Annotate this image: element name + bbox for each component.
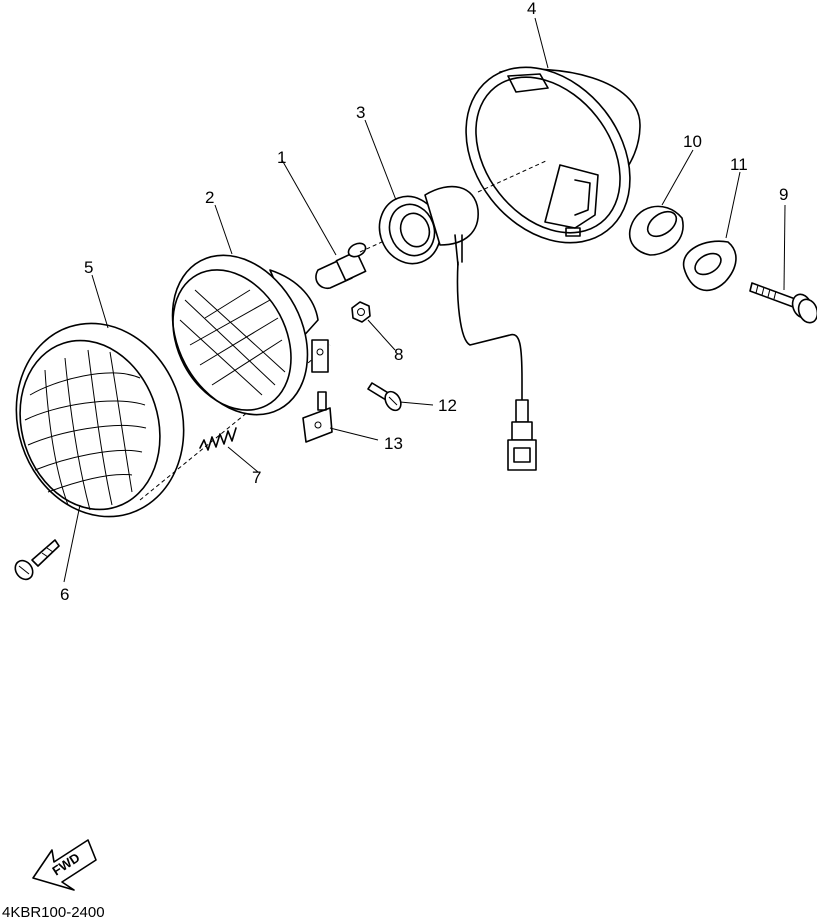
leader-lines — [63, 17, 786, 583]
callout-1: 1 — [277, 148, 286, 167]
part-5-headlight-guard — [15, 322, 331, 518]
part-1-bulb — [315, 219, 431, 290]
part-2-headlight-lens — [171, 254, 329, 416]
part-11-cap — [682, 240, 737, 292]
part-4-headlight-housing — [465, 66, 641, 244]
part-8-nut — [351, 301, 371, 323]
part-12-screw — [367, 382, 402, 412]
callout-12: 12 — [438, 396, 457, 415]
callout-11: 11 — [730, 155, 748, 174]
part-7-spring — [199, 427, 237, 451]
fwd-arrow-icon: FWD — [32, 839, 97, 891]
callout-10: 10 — [683, 132, 702, 151]
part-3-socket-cord — [378, 159, 549, 471]
callout-13: 13 — [384, 434, 403, 453]
callout-4: 4 — [527, 0, 536, 18]
callout-2: 2 — [205, 188, 214, 207]
callout-8: 8 — [394, 345, 403, 364]
callouts: 1 2 3 4 5 6 7 8 9 10 11 12 13 — [60, 0, 788, 604]
callout-6: 6 — [60, 585, 69, 604]
callout-5: 5 — [84, 258, 93, 277]
part-6-screw — [14, 539, 60, 581]
callout-7: 7 — [252, 468, 261, 487]
diagram-code: 4KBR100-2400 — [2, 904, 105, 920]
callout-9: 9 — [779, 185, 788, 204]
part-13-clip — [302, 391, 333, 443]
part-9-bolt — [749, 282, 817, 324]
part-10-grommet — [628, 205, 684, 256]
callout-3: 3 — [356, 103, 365, 122]
